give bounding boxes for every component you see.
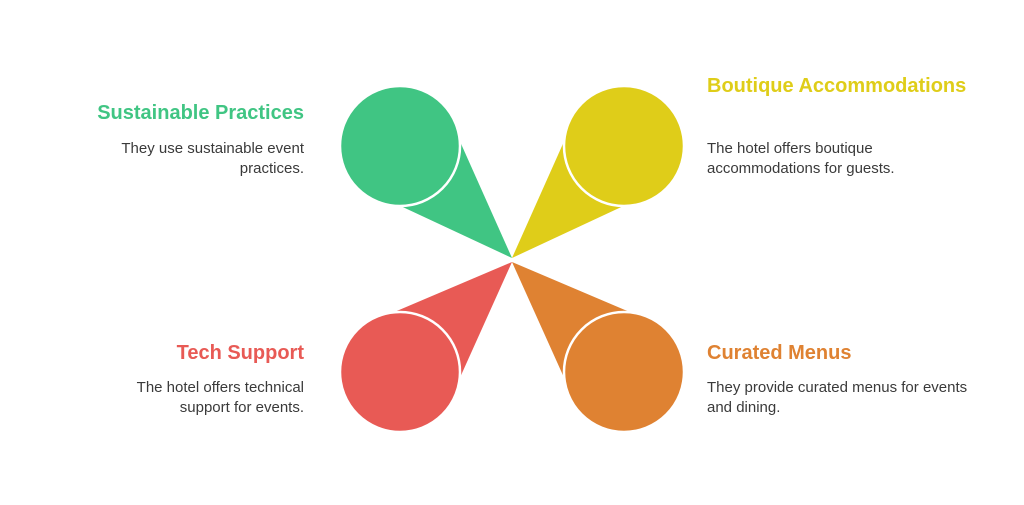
description-boutique-accommodations: The hotel offers boutique accommodations… [707,140,895,177]
petal-tech-support [338,262,512,434]
petal-cone [512,137,632,258]
petal-cone [392,262,512,382]
petal-circle [338,310,462,434]
petal-cone [392,137,512,258]
description-tech-support: The hotel offers technical support for e… [136,379,304,416]
petal-circle [338,84,462,208]
title-tech-support: Tech Support [176,342,304,364]
petal-circle [562,310,686,434]
description-curated-menus: They provide curated menus for events an… [707,379,968,416]
petal-circle [562,84,686,208]
petal-boutique-accommodations [512,84,686,258]
title-curated-menus: Curated Menus [707,342,852,364]
description-sustainable-practices: They use sustainable event practices. [121,140,304,177]
title-sustainable-practices: Sustainable Practices [97,102,304,124]
petal-sustainable-practices [338,84,512,258]
petal-cone [512,262,632,382]
title-boutique-accommodations: Boutique Accommodations [707,75,967,97]
petal-curated-menus [512,262,686,434]
